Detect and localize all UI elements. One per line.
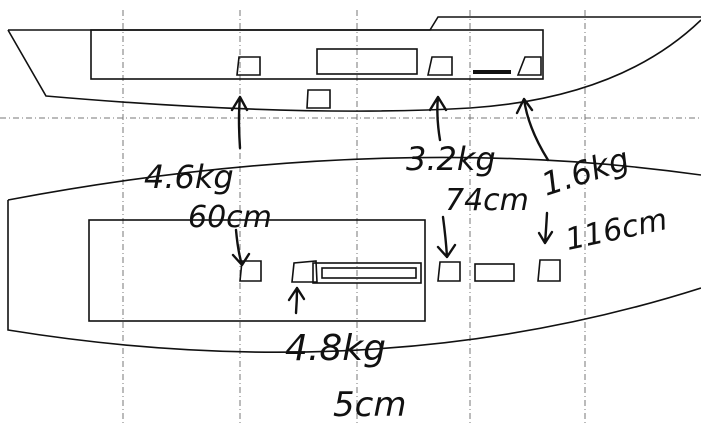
- label-distance-mid: 74cm: [445, 183, 529, 218]
- label-scale: 5cm: [333, 385, 406, 425]
- arrow-up-3-2kg: [428, 95, 448, 142]
- arrow-up-1-6kg: [515, 97, 550, 162]
- side-rail-bar: [473, 70, 511, 74]
- label-weight-bottom: 4.8kg: [285, 328, 386, 369]
- side-weight-60cm: [236, 56, 261, 76]
- arrow-down-116cm: [537, 211, 554, 245]
- side-tank-block: [316, 48, 418, 75]
- side-keel-weight: [306, 89, 331, 109]
- label-distance-left: 60cm: [188, 200, 272, 235]
- annotation-arrows: [230, 95, 554, 315]
- hull-plan-view: [7, 156, 701, 354]
- plan-lower-edge: [7, 200, 701, 354]
- arrow-down-60cm: [231, 228, 251, 267]
- side-weight-116cm: [516, 56, 542, 76]
- arrow-up-4-8kg: [287, 286, 306, 315]
- plan-block-mid: [474, 263, 515, 282]
- plan-weight-4-8kg: [291, 260, 318, 283]
- plan-tank-inner: [321, 267, 417, 279]
- plan-weight-116cm: [537, 259, 561, 282]
- annotation-labels: 4.6kg 3.2kg 1.6kg 60cm 74cm 116cm 4.8kg …: [144, 140, 670, 425]
- label-distance-right: 116cm: [562, 202, 670, 258]
- side-weight-74cm: [427, 56, 453, 76]
- hull-bottom-curve: [7, 19, 701, 112]
- hull-side-view: [7, 16, 701, 112]
- plan-cabin-outline: [88, 219, 426, 322]
- plan-upper-edge: [7, 156, 701, 201]
- label-weight-mid: 3.2kg: [406, 140, 496, 178]
- label-weight-left: 4.6kg: [144, 158, 234, 196]
- arrow-up-4-6kg: [230, 95, 249, 150]
- hull-sheer-line: [8, 16, 701, 31]
- arrow-down-74cm: [436, 215, 457, 259]
- plan-tank-block: [312, 262, 422, 284]
- plan-weight-74cm: [437, 261, 461, 282]
- side-cabin-outline: [90, 29, 544, 80]
- plan-weight-60cm: [239, 260, 262, 282]
